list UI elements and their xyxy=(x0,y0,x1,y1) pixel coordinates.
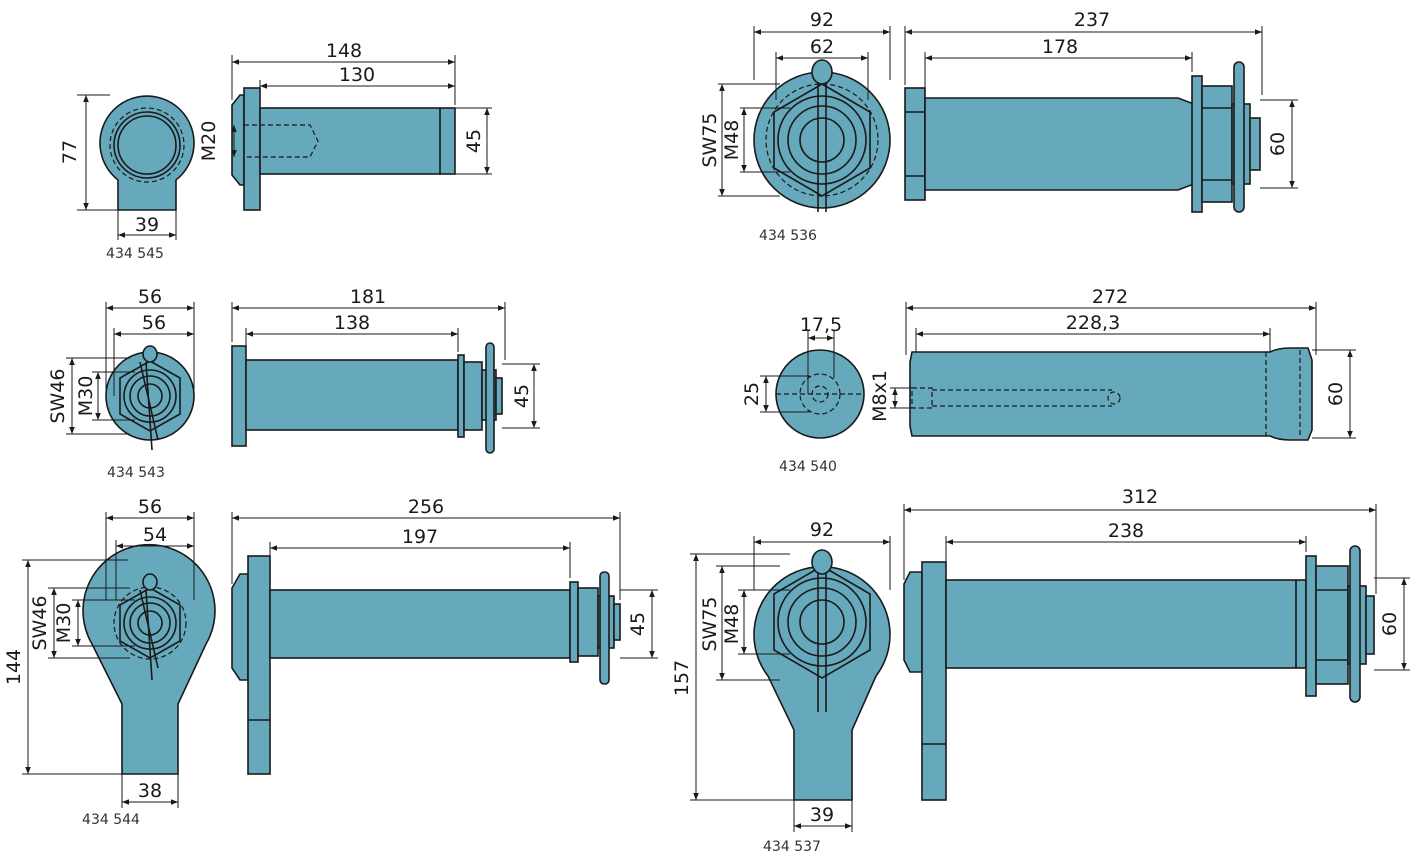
part-code: 434 537 xyxy=(763,839,821,855)
dim-thread: M20 xyxy=(198,121,220,162)
side-view-434-545 xyxy=(231,87,456,211)
dim-cap-width: 54 xyxy=(143,524,167,546)
part-434-536: 92 62 SW75 M48 237 178 60 434 536 xyxy=(699,9,1298,244)
dim-length-total: 181 xyxy=(350,286,386,308)
side-view-434-544 xyxy=(231,555,621,775)
dim-flange-width: 56 xyxy=(138,286,162,308)
dim-flange-width: 92 xyxy=(810,519,834,541)
dimensions-434-545 xyxy=(77,55,492,240)
part-code: 434 545 xyxy=(106,246,164,262)
side-view-434-543 xyxy=(231,342,503,454)
side-view-434-540 xyxy=(909,347,1313,441)
dim-thread: M30 xyxy=(53,603,75,644)
dim-height: 77 xyxy=(59,140,81,164)
dim-height: 157 xyxy=(671,660,693,696)
dim-tube-dia: 45 xyxy=(463,129,485,153)
dim-base-width: 39 xyxy=(810,804,834,826)
dim-length-tube: 178 xyxy=(1042,36,1078,58)
dim-length-tube: 130 xyxy=(339,64,375,86)
front-view-434-537 xyxy=(753,549,891,801)
dim-tube-dia: 60 xyxy=(1379,612,1401,636)
dim-tube-dia: 60 xyxy=(1267,132,1289,156)
dim-hole: 25 xyxy=(741,382,763,406)
dim-thread: M8x1 xyxy=(869,370,891,422)
dim-length-total: 148 xyxy=(326,40,362,62)
dim-wrench: SW75 xyxy=(699,596,721,651)
dim-tube-dia: 60 xyxy=(1325,382,1347,406)
dimensions-434-540 xyxy=(760,302,1356,439)
part-434-537: 92 157 SW75 M48 39 312 238 60 434 537 xyxy=(671,486,1410,855)
side-view-434-536 xyxy=(904,61,1261,213)
dim-wrench: SW46 xyxy=(47,368,69,423)
dim-thread: M48 xyxy=(721,120,743,161)
part-434-543: 56 56 SW46 M30 181 138 45 434 543 xyxy=(47,286,540,481)
dim-wrench: SW75 xyxy=(699,112,721,167)
part-434-540: 17,5 25 M8x1 272 228,3 60 434 540 xyxy=(741,286,1356,475)
dim-base-width: 38 xyxy=(138,780,162,802)
dim-length-total: 272 xyxy=(1092,286,1128,308)
dim-cap-width: 62 xyxy=(810,36,834,58)
front-view-434-536 xyxy=(753,59,891,212)
part-code: 434 536 xyxy=(759,228,817,244)
dim-thread: M48 xyxy=(721,604,743,645)
dim-base-width: 39 xyxy=(135,214,159,236)
dim-length-tube: 138 xyxy=(334,312,370,334)
dim-length-tube: 238 xyxy=(1108,520,1144,542)
dim-height: 144 xyxy=(3,649,25,685)
part-code: 434 544 xyxy=(82,812,140,828)
dimensions-434-536 xyxy=(718,26,1298,197)
front-view-434-540 xyxy=(775,349,865,439)
front-view-434-545 xyxy=(99,95,195,211)
dim-cap-width: 56 xyxy=(142,312,166,334)
side-view-434-537 xyxy=(903,545,1375,801)
dim-length-tube: 197 xyxy=(402,526,438,548)
dim-tube-dia: 45 xyxy=(511,384,533,408)
part-code: 434 540 xyxy=(779,459,837,475)
front-view-434-544 xyxy=(82,544,216,775)
part-434-545: 77 39 148 130 M20 45 434 545 xyxy=(59,40,492,262)
dimensions-434-543 xyxy=(66,302,540,435)
dim-length-total: 312 xyxy=(1122,486,1158,508)
dim-thread: M30 xyxy=(75,376,97,417)
dim-length-total: 256 xyxy=(408,496,444,518)
dim-offset: 17,5 xyxy=(800,314,842,336)
dim-flange-width: 92 xyxy=(810,9,834,31)
dimensions-434-537 xyxy=(690,504,1410,832)
dim-length-total: 237 xyxy=(1074,9,1110,31)
dim-flange-width: 56 xyxy=(138,496,162,518)
dim-length-tube: 228,3 xyxy=(1066,312,1120,334)
dim-wrench: SW46 xyxy=(29,595,51,650)
part-434-544: 56 54 144 SW46 M30 38 256 197 45 434 544 xyxy=(3,496,658,828)
dim-tube-dia: 45 xyxy=(627,612,649,636)
dimensions-434-544 xyxy=(22,512,658,808)
part-code: 434 543 xyxy=(107,465,165,481)
